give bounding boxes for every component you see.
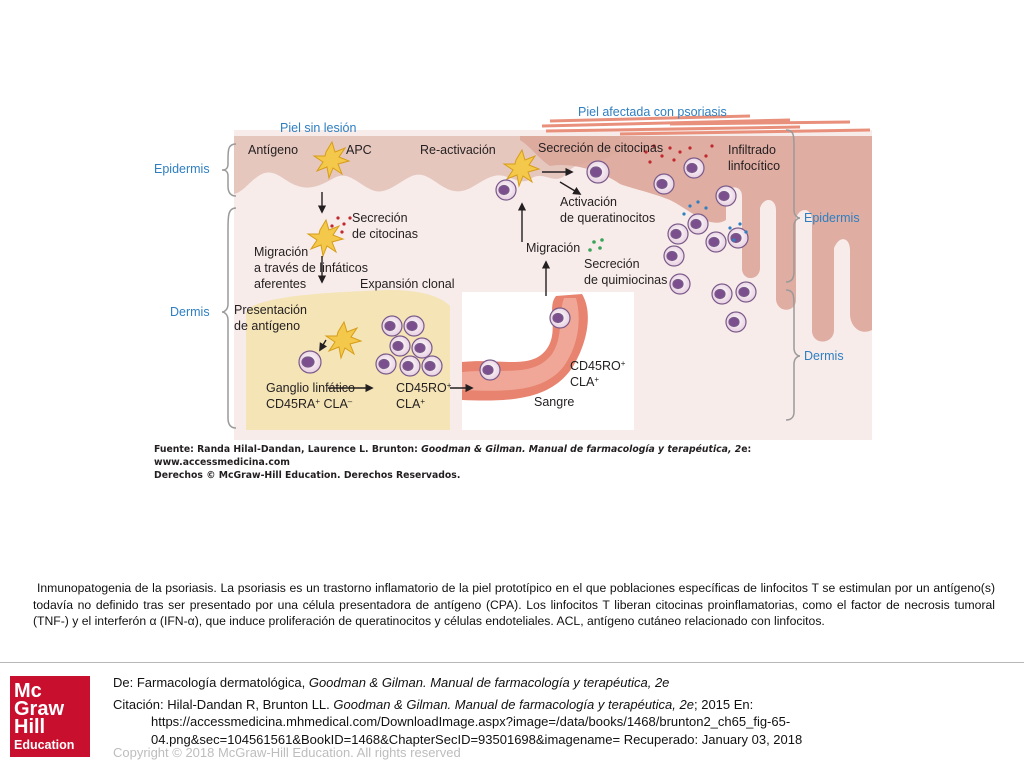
footer-divider xyxy=(0,662,1024,663)
footer-source: De: Farmacología dermatológica, Goodman … xyxy=(113,675,670,690)
logo-line-3: Hill xyxy=(14,716,46,738)
lymph-node-label: Ganglio linfático xyxy=(266,381,355,395)
infiltrate-label-1: Infiltrado xyxy=(728,143,776,157)
psoriatic-scales xyxy=(541,114,871,136)
migration-label: Migración xyxy=(526,241,580,255)
pathway-arrows xyxy=(317,167,582,393)
antigen-label: Antígeno xyxy=(248,143,298,157)
left-brackets xyxy=(221,143,237,429)
right-epidermis-label: Epidermis xyxy=(804,211,860,225)
source-line-3: Derechos © McGraw-Hill Education. Derech… xyxy=(154,470,460,481)
citation-url-1[interactable]: https://accessmedicina.mhmedical.com/Dow… xyxy=(151,714,791,729)
cytokine-dots xyxy=(330,144,714,234)
right-dermis-label: Dermis xyxy=(804,349,844,363)
arrow-presentation xyxy=(319,339,328,352)
healthy-skin-label: Piel sin lesión xyxy=(280,121,356,135)
cla-right-label: CLA+ xyxy=(570,375,599,390)
migration-lymph-label-2: a través de linfáticos xyxy=(254,261,368,275)
chemokine-label-2: de quimiocinas xyxy=(584,273,667,287)
chemokine-dots xyxy=(588,238,604,252)
logo-line-4: Education xyxy=(14,738,75,752)
cytokine-secretion-label-1: Secreción xyxy=(352,211,408,225)
right-brackets xyxy=(785,129,801,421)
affected-skin-label: Piel afectada con psoriasis xyxy=(578,105,727,119)
logo-line-2: Graw xyxy=(14,698,65,720)
infiltrate-label-2: linfocítico xyxy=(728,159,780,173)
blood-label: Sangre xyxy=(534,395,574,409)
apc-migrating-icon xyxy=(306,218,345,258)
reactivation-label: Re-activación xyxy=(420,143,496,157)
psoriatic-epidermis xyxy=(520,136,872,342)
source-line-1: Fuente: Randa Hilal-Dandan, Laurence L. … xyxy=(154,444,751,455)
migration-lymph-label-1: Migración xyxy=(254,245,308,259)
t-cell-icons xyxy=(298,157,757,381)
cd45ro-right-label: CD45RO+ xyxy=(570,359,626,374)
apc-presenting-icon xyxy=(324,320,363,360)
cd45ro-mid-label: CD45RO+ xyxy=(396,381,452,396)
copyright-text: Copyright © 2018 McGraw-Hill Education. … xyxy=(113,745,461,760)
cytokine-secretion-top-label: Secreción de citocinas xyxy=(538,141,663,155)
figure-caption: Inmunopatogenia de la psoriasis. La psor… xyxy=(33,581,995,628)
presentation-label-2: de antígeno xyxy=(234,319,300,333)
blue-dots xyxy=(682,200,748,242)
activation-label-1: Activación xyxy=(560,195,617,209)
footer-citation: Citación: Hilal-Dandan R, Brunton LL. Go… xyxy=(113,696,1013,749)
apc-reactivation-icon xyxy=(502,148,541,188)
left-epidermis-label: Epidermis xyxy=(154,162,210,176)
cytokine-secretion-label-2: de citocinas xyxy=(352,227,418,241)
arrow-to-activation xyxy=(559,181,582,195)
footer: De: Farmacología dermatológica, Goodman … xyxy=(113,674,1013,748)
mcgraw-hill-logo: Mc Graw Hill Education xyxy=(10,676,90,757)
apc-label: APC xyxy=(346,143,372,157)
source-line-2: www.accessmedicina.com xyxy=(154,457,290,468)
cd45ra-label: CD45RA+ CLA– xyxy=(266,397,353,412)
clonal-expansion-label: Expansión clonal xyxy=(360,277,455,291)
logo-line-1: Mc xyxy=(14,680,42,702)
cla-mid-label: CLA+ xyxy=(396,397,425,412)
presentation-label-1: Presentación xyxy=(234,303,307,317)
migration-lymph-label-3: aferentes xyxy=(254,277,306,291)
citation-url-2[interactable]: 04.png&sec=104561561&BookID=1468&Chapter… xyxy=(151,731,803,747)
activation-label-2: de queratinocitos xyxy=(560,211,655,225)
left-dermis-label: Dermis xyxy=(170,305,210,319)
chemokine-label-1: Secreción xyxy=(584,257,640,271)
psoriasis-figure: Epidermis Dermis Epidermis Dermis Piel s… xyxy=(150,100,872,483)
apc-cell-icon xyxy=(312,140,351,180)
